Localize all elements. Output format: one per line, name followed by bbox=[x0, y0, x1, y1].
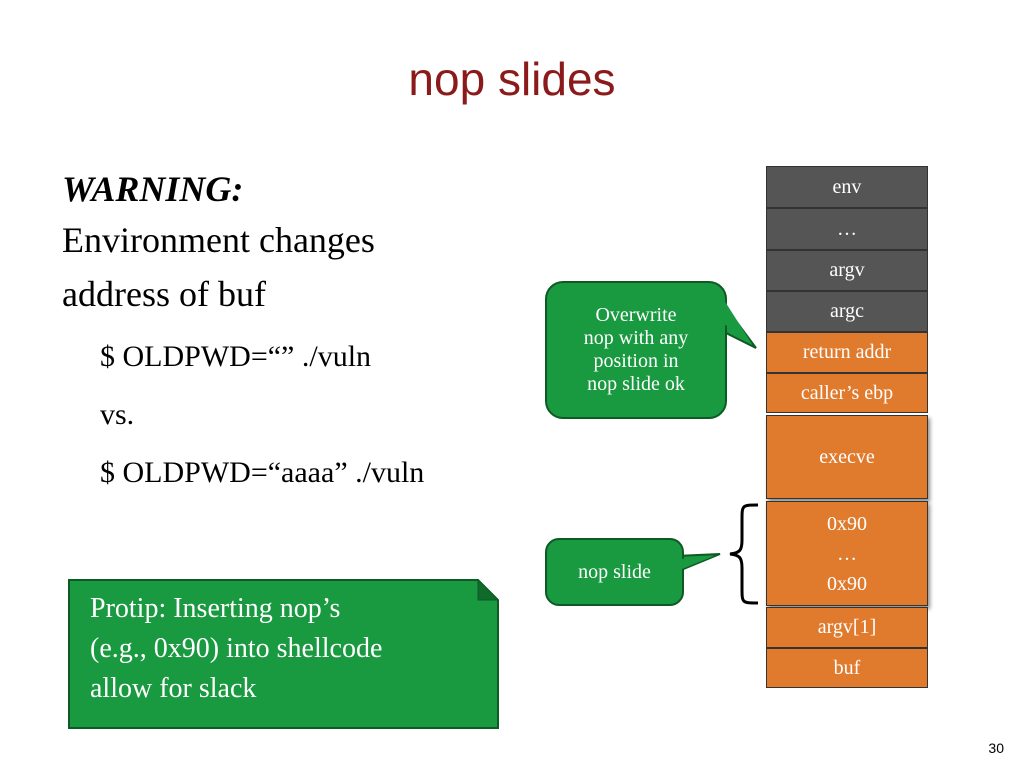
stack-cell-callers-ebp: caller’s ebp bbox=[766, 373, 928, 413]
overwrite-line-1: Overwrite bbox=[595, 304, 677, 326]
warning-label: WARNING: bbox=[62, 169, 244, 209]
nop-slide-brace bbox=[729, 503, 759, 605]
protip-line-2: (e.g., 0x90) into shellcode bbox=[90, 633, 383, 664]
nop-slide-callout: nop slide bbox=[545, 538, 684, 606]
stack-cell-dots: … bbox=[766, 208, 928, 250]
nop-bottom-value: 0x90 bbox=[827, 572, 867, 595]
nop-slide-label: nop slide bbox=[578, 560, 651, 583]
stack-cell-buf: buf bbox=[766, 648, 928, 688]
stack-cell-argv1: argv[1] bbox=[766, 607, 928, 648]
command-empty-oldpwd: $ OLDPWD=“” ./vuln bbox=[100, 340, 372, 373]
overwrite-line-3: position in bbox=[593, 350, 679, 372]
stack-cell-nop-slide: 0x90 … 0x90 bbox=[766, 501, 928, 606]
nop-top-value: 0x90 bbox=[827, 512, 867, 535]
protip-text: Protip: Inserting nop’s (e.g., 0x90) int… bbox=[68, 579, 496, 727]
stack-cell-argv: argv bbox=[766, 250, 928, 291]
stack-cell-env: env bbox=[766, 166, 928, 208]
overwrite-callout: Overwrite nop with any position in nop s… bbox=[545, 281, 727, 419]
protip-box-shape bbox=[68, 578, 500, 729]
versus-label: vs. bbox=[100, 398, 135, 431]
protip-line-1: Protip: Inserting nop’s bbox=[90, 593, 341, 624]
stack-cell-execve: execve bbox=[766, 415, 928, 499]
overwrite-line-4: nop slide ok bbox=[587, 373, 685, 395]
nop-dots: … bbox=[837, 542, 857, 565]
overwrite-line-2: nop with any bbox=[583, 327, 689, 349]
slide-title: nop slides bbox=[408, 53, 616, 105]
warning-line-1: Environment changes bbox=[62, 220, 375, 260]
command-aaaa-oldpwd: $ OLDPWD=“aaaa” ./vuln bbox=[100, 456, 425, 489]
warning-block: WARNING: Environment changes address of … bbox=[62, 165, 375, 321]
warning-line-2: address of buf bbox=[62, 274, 266, 314]
page-number: 30 bbox=[988, 740, 1004, 756]
protip-line-3: allow for slack bbox=[90, 673, 257, 704]
stack-cell-argc: argc bbox=[766, 291, 928, 332]
stack-cell-return-addr: return addr bbox=[766, 332, 928, 373]
